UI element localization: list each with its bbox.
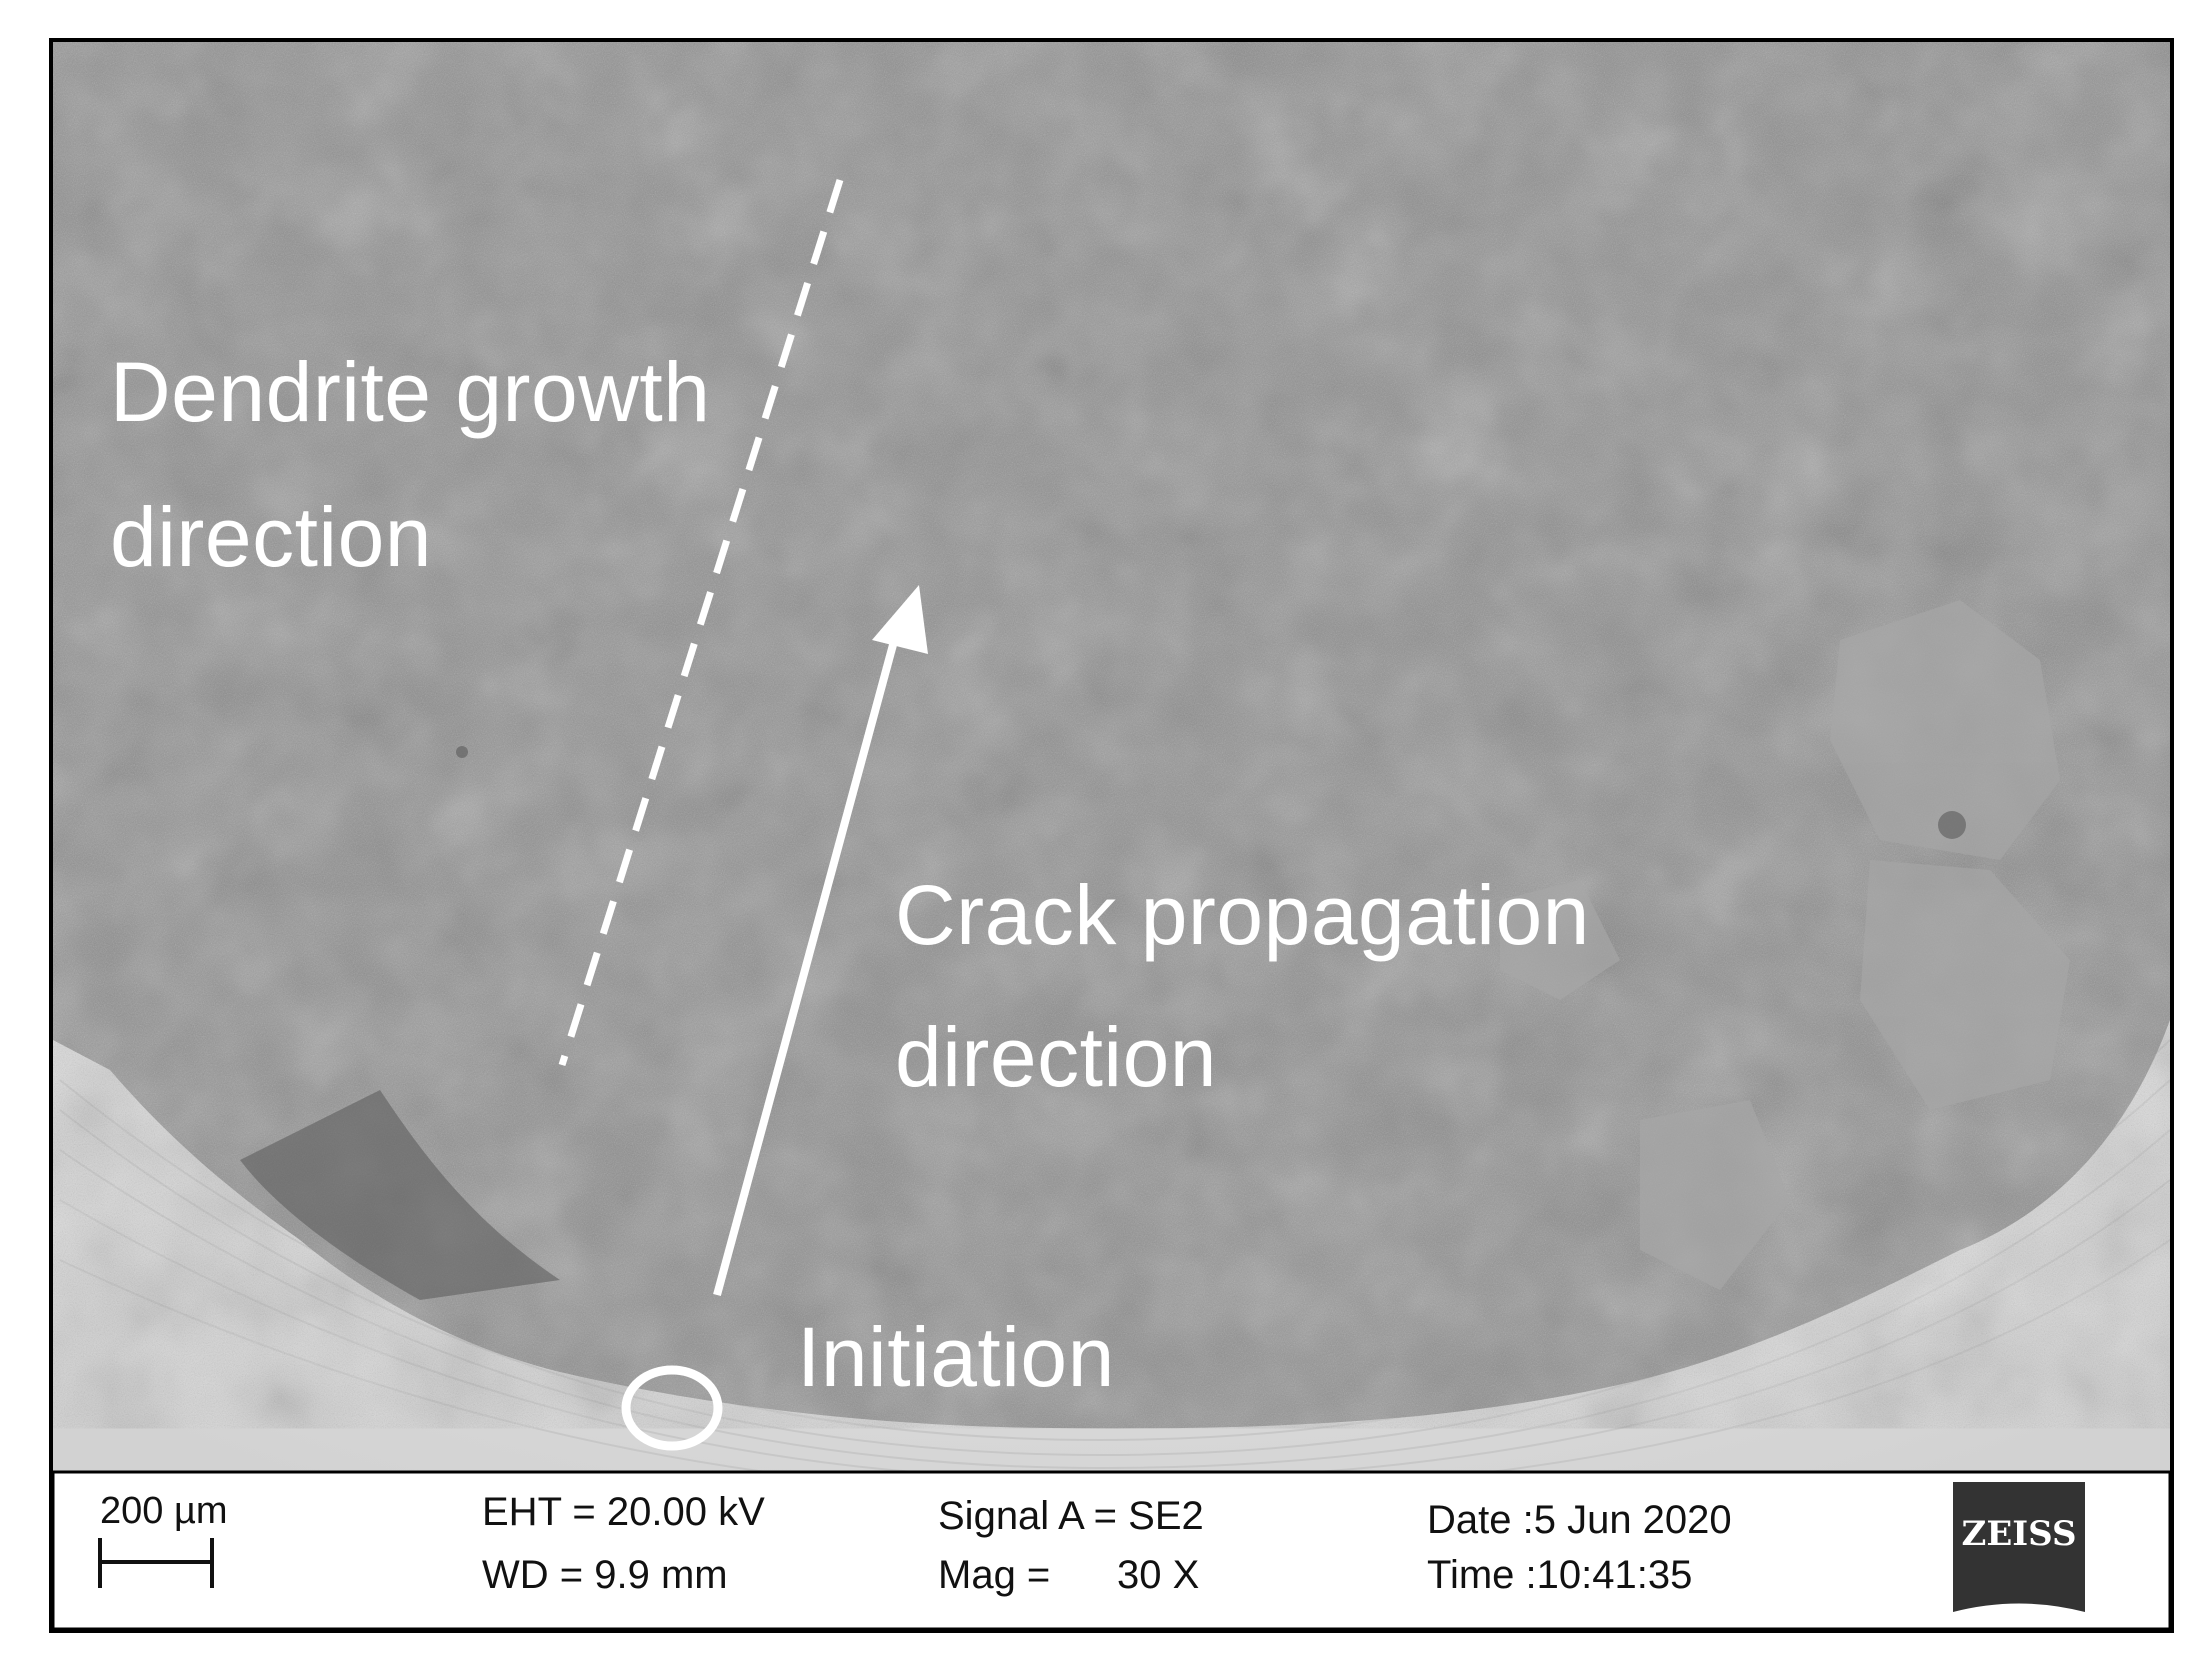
scale-bar xyxy=(98,1538,214,1588)
crack-arrow-head xyxy=(872,585,928,654)
dendrite-label-line1: Dendrite growth xyxy=(110,345,711,439)
zeiss-logo: ZEISS xyxy=(1953,1482,2085,1612)
databar xyxy=(51,1470,2172,1631)
rough-facets xyxy=(1500,600,2070,1290)
crack-arrow-shaft xyxy=(713,628,901,1297)
scale-bar-label: 200 µm xyxy=(100,1490,228,1532)
date-value: Date :5 Jun 2020 xyxy=(1427,1498,1732,1542)
zeiss-logo-text: ZEISS xyxy=(1962,1514,2077,1554)
crack-label-line1: Crack propagation xyxy=(895,868,1590,962)
initiation-label: Initiation xyxy=(797,1310,1115,1404)
time-value: Time :10:41:35 xyxy=(1427,1553,1693,1597)
crack-label-line2: direction xyxy=(895,1010,1218,1104)
signal-value: Signal A = SE2 xyxy=(938,1494,1204,1538)
left-shadow xyxy=(240,1090,560,1300)
wd-value: WD = 9.9 mm xyxy=(482,1553,728,1597)
initiation-marker xyxy=(621,1365,723,1451)
mag-value: Mag = 30 X xyxy=(938,1553,1200,1597)
dendrite-dashed-line xyxy=(558,178,844,1067)
dendrite-label-line2: direction xyxy=(110,490,433,584)
eht-value: EHT = 20.00 kV xyxy=(482,1490,765,1534)
